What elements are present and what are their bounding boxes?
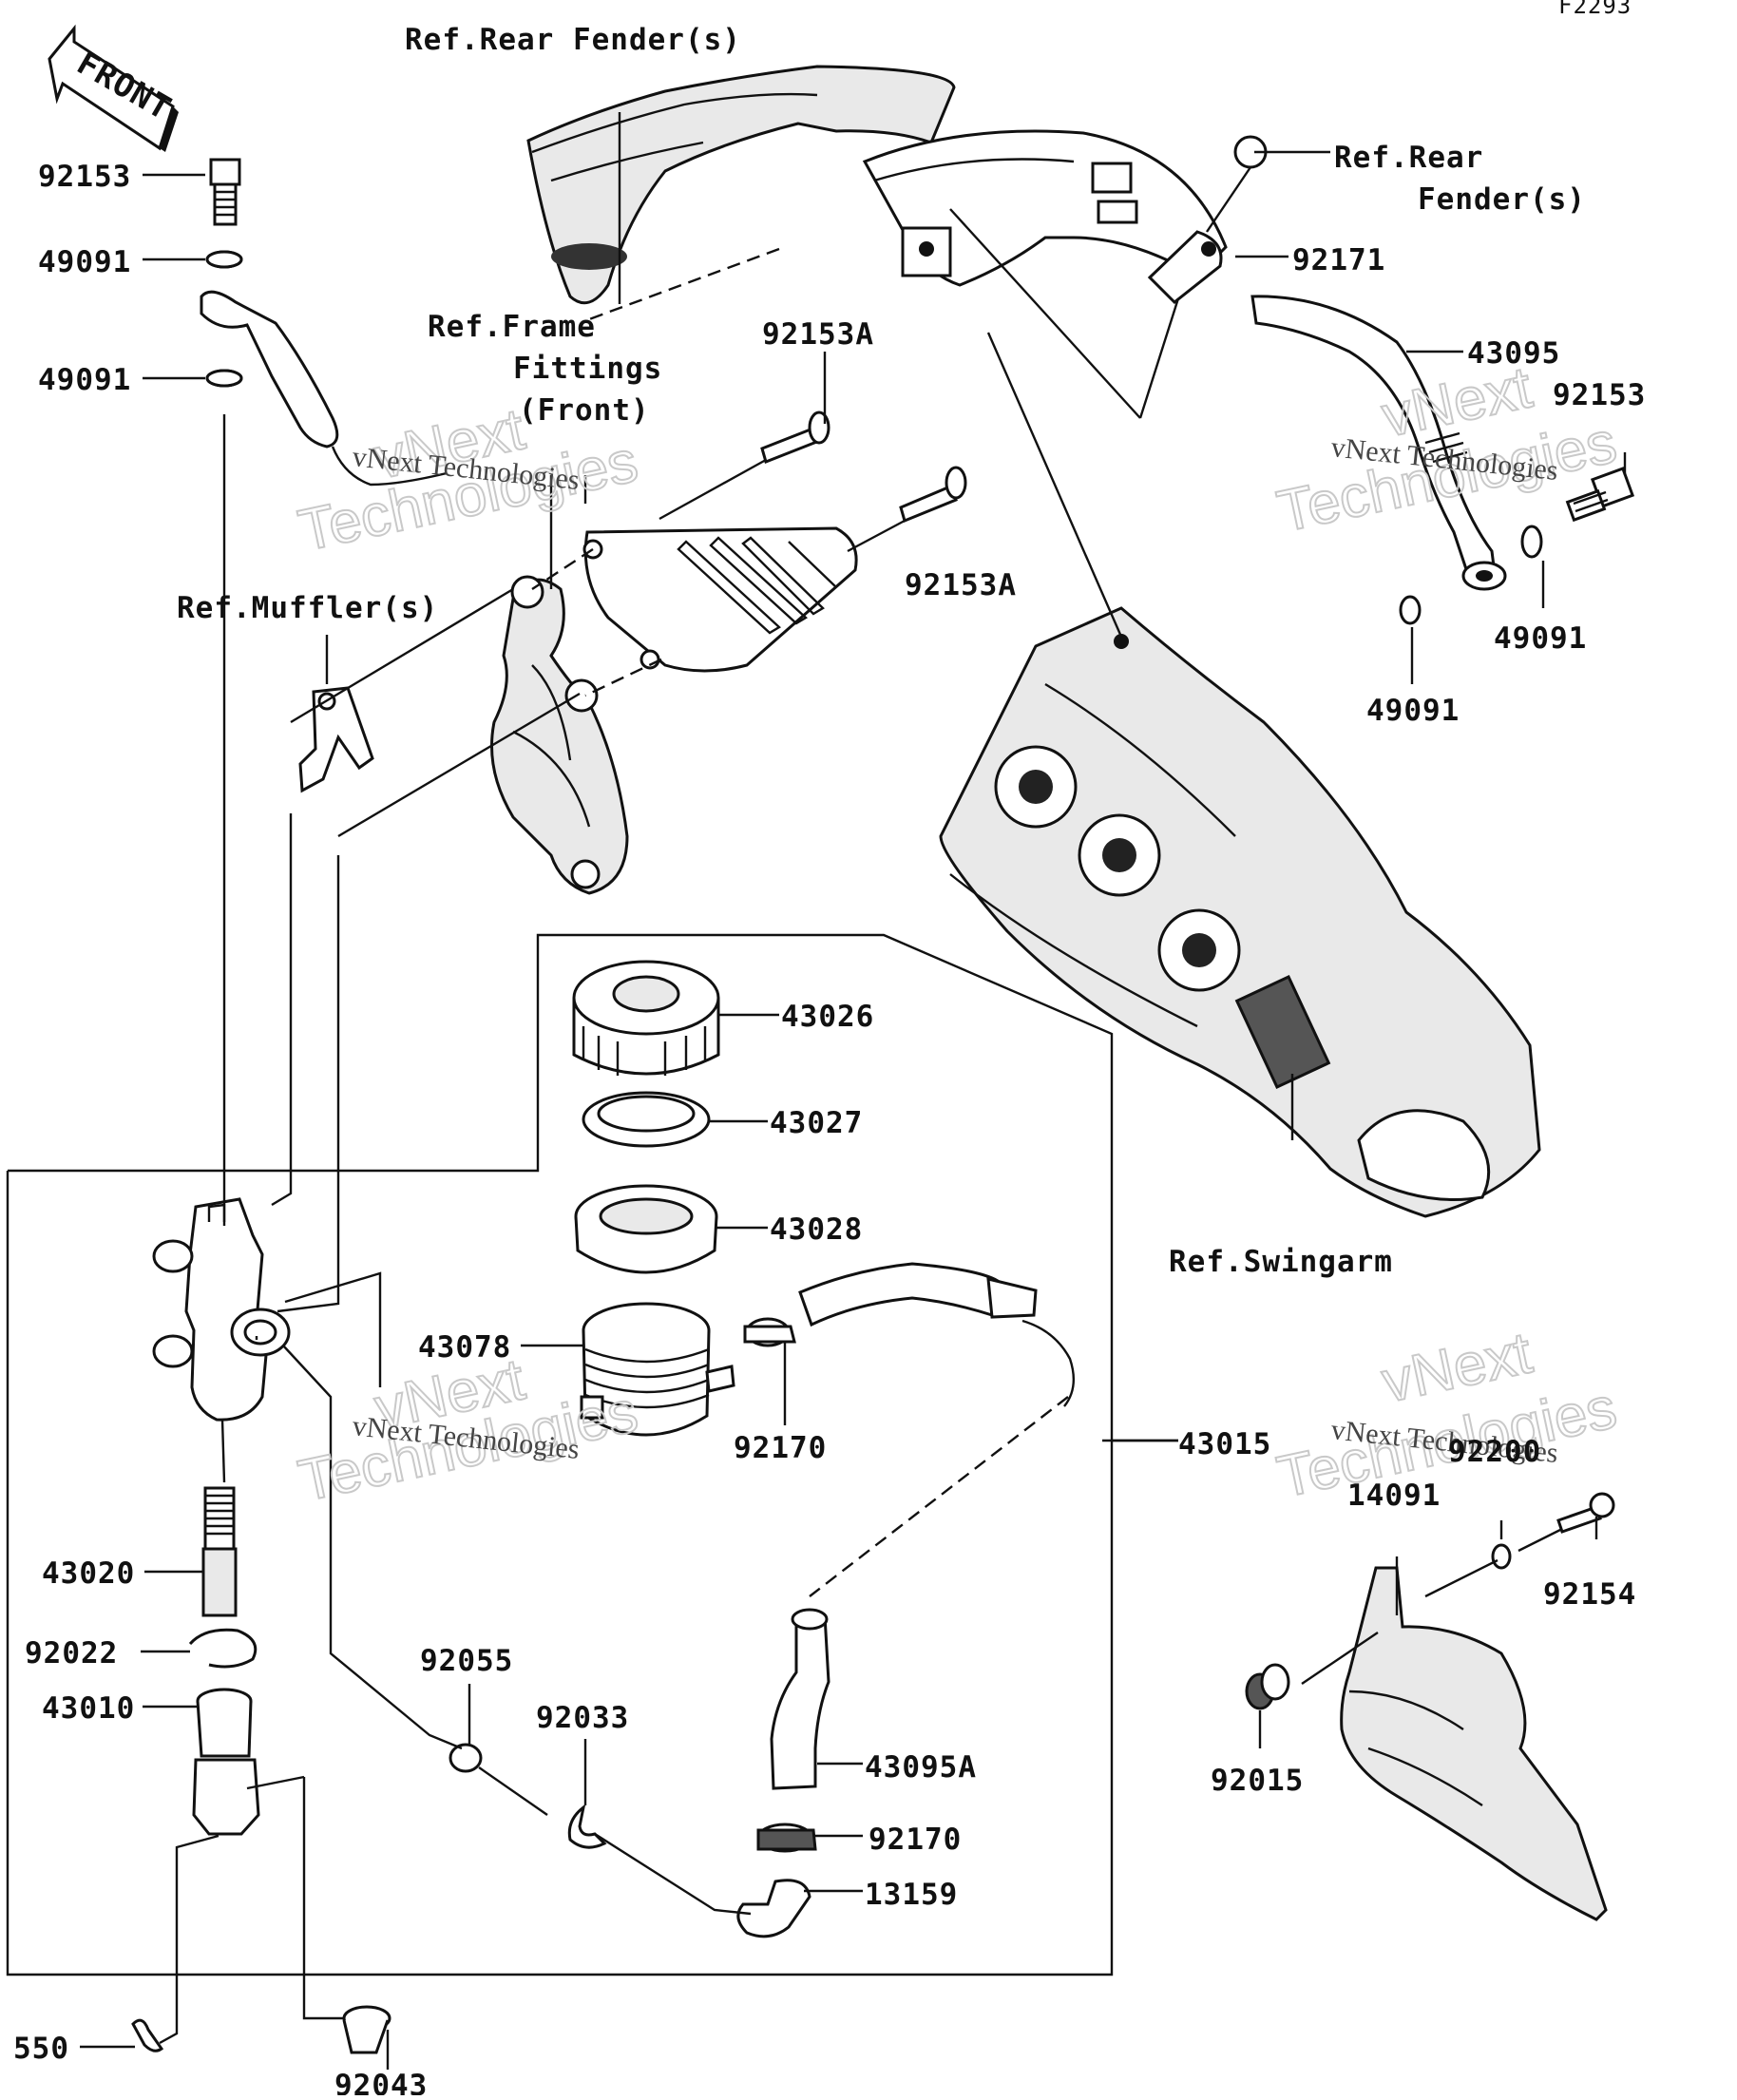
part-label-43078: 43078 — [418, 1330, 511, 1365]
push-rod-43010-shape — [192, 1688, 260, 1836]
part-label-49091-a: 49091 — [38, 245, 131, 279]
hose-clamp-92171-shape — [1147, 230, 1223, 305]
clevis-pin-92043-shape — [342, 2005, 391, 2054]
part-label-13159: 13159 — [865, 1878, 958, 1912]
master-cylinder-body-shape — [152, 1197, 291, 1422]
reservoir-cap-43026-shape — [572, 960, 720, 1076]
part-label-550: 550 — [13, 2032, 69, 2066]
part-label-43027: 43027 — [770, 1106, 863, 1140]
diaphragm-plate-43027-shape — [582, 1091, 711, 1148]
part-label-43028: 43028 — [770, 1212, 863, 1247]
diagram-code: F2293 — [1558, 0, 1632, 19]
hose-clamp-92170-bottom-icon — [756, 1823, 817, 1853]
heel-guard-shape — [582, 526, 858, 673]
frame-fitting-shape — [490, 575, 629, 895]
upper-right-hose-shape — [1250, 295, 1543, 625]
reservoir-tank-43078-shape — [580, 1302, 735, 1437]
front-arrow-icon: FRONT — [48, 24, 179, 152]
frame-bracket-shape — [862, 129, 1228, 287]
bolt-92153-right-icon — [1565, 467, 1635, 523]
elbow-13159-icon — [736, 1879, 811, 1938]
ref-rear-fender-right-2: Fender(s) — [1418, 182, 1586, 217]
part-label-92015: 92015 — [1211, 1764, 1304, 1798]
ref-swingarm: Ref.Swingarm — [1169, 1245, 1393, 1279]
ref-frame-2: Fittings — [513, 352, 662, 386]
part-label-92033: 92033 — [536, 1701, 629, 1735]
part-label-92170-top: 92170 — [734, 1431, 827, 1465]
muffler-bracket-shape — [298, 686, 374, 793]
cotter-pin-550-icon — [131, 2018, 164, 2052]
part-label-43015: 43015 — [1178, 1427, 1271, 1461]
hose-clamp-92170-top-icon — [743, 1317, 796, 1347]
washer-92200-icon — [1491, 1543, 1512, 1570]
part-label-92153A-mid: 92153A — [905, 568, 1017, 602]
part-label-43026: 43026 — [781, 1000, 874, 1034]
circlip-92033-icon — [567, 1804, 607, 1849]
ref-muffler: Ref.Muffler(s) — [177, 591, 438, 625]
part-label-92153A-top: 92153A — [762, 317, 874, 352]
ref-frame-1: Ref.Frame — [428, 310, 596, 344]
reservoir-hose-upper-shape — [798, 1262, 1076, 1407]
part-label-92022: 92022 — [25, 1636, 118, 1670]
bolt-92154-icon — [1556, 1492, 1615, 1534]
bolt-92153A-top-icon — [760, 410, 830, 464]
part-label-43095A: 43095A — [865, 1750, 977, 1785]
part-label-92153-right: 92153 — [1553, 378, 1646, 412]
part-label-92154: 92154 — [1543, 1577, 1636, 1612]
part-label-49091-c: 49091 — [1494, 621, 1587, 656]
part-label-92043: 92043 — [334, 2069, 428, 2095]
ref-rear-fender-top: Ref.Rear Fender(s) — [405, 23, 741, 57]
part-label-92170-bottom: 92170 — [868, 1823, 962, 1857]
bolt-92153-left-icon — [209, 158, 241, 186]
group-outline — [6, 933, 1114, 1976]
heel-guard-lower-shape — [1340, 1566, 1608, 1921]
part-label-43020: 43020 — [42, 1556, 135, 1591]
washer-49091-b-icon — [205, 369, 243, 388]
part-label-14091: 14091 — [1347, 1479, 1441, 1513]
part-label-43010: 43010 — [42, 1691, 135, 1726]
collar-92015-icon — [1245, 1663, 1290, 1710]
part-label-92153-left: 92153 — [38, 160, 131, 194]
swingarm-shape — [939, 606, 1541, 1218]
part-label-92055: 92055 — [420, 1644, 513, 1678]
piston-spring-43020-shape — [201, 1486, 238, 1617]
washer-49091-a-icon — [205, 250, 243, 269]
reservoir-hose-lower-shape — [770, 1608, 830, 1790]
part-label-92200: 92200 — [1448, 1435, 1541, 1469]
rear-fender-shape — [526, 65, 956, 305]
bolt-92153A-mid-icon — [899, 466, 967, 524]
circlip-92022-icon — [188, 1628, 258, 1669]
guide-lines — [246, 208, 1561, 1916]
ref-rear-fender-right-1: Ref.Rear — [1334, 141, 1483, 175]
part-label-49091-d: 49091 — [1366, 694, 1460, 728]
o-ring-92055-icon — [449, 1743, 483, 1773]
ref-frame-3: (Front) — [519, 393, 650, 428]
part-label-49091-b: 49091 — [38, 363, 131, 397]
leader-lines — [80, 112, 1627, 2070]
diaphragm-43028-shape — [574, 1184, 718, 1274]
part-label-92171: 92171 — [1292, 243, 1385, 277]
part-label-43095: 43095 — [1467, 336, 1560, 371]
